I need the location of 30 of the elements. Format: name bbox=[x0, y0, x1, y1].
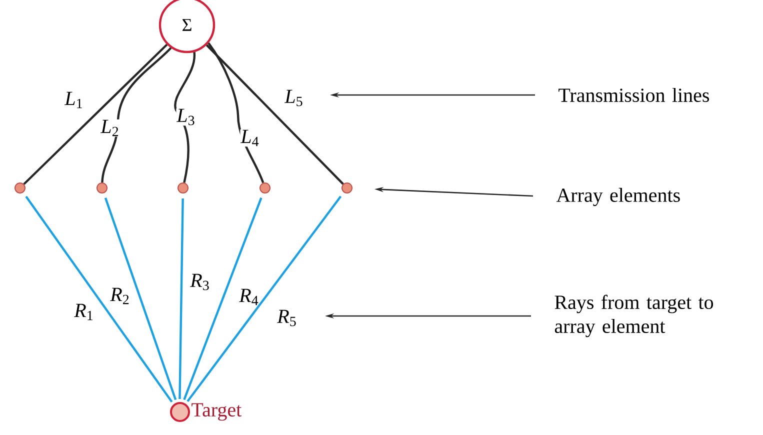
callout-text: Array elements bbox=[556, 188, 680, 206]
edge-label: L$_{1}$ bbox=[64, 91, 84, 109]
edge-label: R$_{1}$ bbox=[74, 303, 94, 321]
callout-text: Rays from target to array element bbox=[554, 294, 714, 338]
ray-line bbox=[104, 198, 177, 400]
edge-label: R$_{3}$ bbox=[190, 273, 210, 291]
ray-line bbox=[178, 198, 184, 400]
target-dot bbox=[170, 402, 190, 422]
ray-line bbox=[25, 196, 173, 403]
target-label: Target bbox=[192, 403, 242, 421]
ray-line bbox=[186, 196, 342, 402]
transmission-line bbox=[208, 42, 264, 184]
edge-label: R$_{4}$ bbox=[238, 288, 260, 306]
transmission-line bbox=[23, 44, 168, 185]
transmission-line bbox=[174, 52, 196, 183]
array-element-dot bbox=[14, 182, 26, 194]
edge-label: L$_{2}$ bbox=[100, 119, 120, 137]
edge-label: R$_{2}$ bbox=[110, 287, 130, 305]
edge-label: R$_{5}$ bbox=[276, 309, 298, 327]
callout-text: Transmission lines bbox=[558, 88, 709, 102]
transmission-line bbox=[101, 47, 172, 183]
array-element-dot bbox=[96, 182, 108, 194]
transmission-line bbox=[206, 44, 344, 185]
array-element-dot bbox=[178, 182, 188, 194]
array-element-dot bbox=[342, 182, 352, 194]
edge-label: L$_{4}$ bbox=[240, 129, 260, 147]
ray-line bbox=[183, 197, 262, 400]
edge-label: L$_{5}$ bbox=[284, 89, 304, 107]
array-element-dot bbox=[260, 182, 270, 194]
edge-label: L$_{3}$ bbox=[176, 108, 196, 126]
